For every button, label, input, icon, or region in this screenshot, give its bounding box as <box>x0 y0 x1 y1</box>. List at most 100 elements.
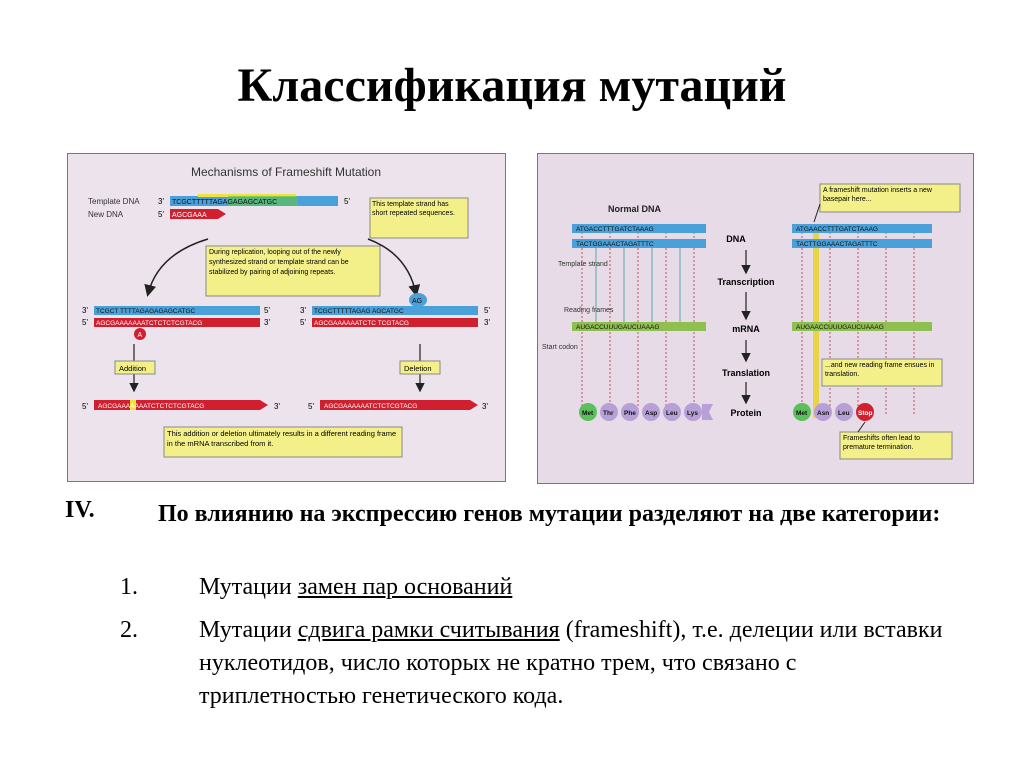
aa-label: Asn <box>817 410 829 417</box>
list-item-number: 2. <box>120 617 138 643</box>
aa-label: Leu <box>838 410 850 417</box>
aa-label: Met <box>796 410 808 417</box>
callout-insert-pointer <box>813 203 821 223</box>
prime-label: 5' <box>82 402 88 411</box>
aa-label: Lys <box>687 410 698 417</box>
aa-label: Thr <box>603 410 614 417</box>
mutant-coding-seq: ATGAACCTTTGATCTAAAG <box>796 226 878 233</box>
loop-ag-label: AG <box>412 298 422 305</box>
translation-label: Translation <box>722 368 770 378</box>
callout-stop-text: Frameshifts often lead to premature term… <box>843 435 921 451</box>
prime-label: 5' <box>82 318 88 327</box>
aa-label: Phe <box>624 410 636 417</box>
left-new-sequence: AGCGAAAAAAATCTCTCTCGTACG <box>96 320 202 327</box>
frameshift-mechanism-figure: Mechanisms of Frameshift Mutation Templa… <box>67 153 506 482</box>
callout-loop <box>205 245 381 297</box>
right-template-strand <box>312 306 478 315</box>
prime-label: 5' <box>484 306 490 315</box>
list-item-prefix: Мутации <box>199 617 298 643</box>
new-dna-label: New DNA <box>88 210 124 219</box>
callout-frame-text: ...and new reading frame ensues in trans… <box>825 362 935 378</box>
right-new-sequence: AGCGAAAAAATCTC TCGTACG <box>314 320 409 327</box>
deletion-label-box <box>399 360 441 375</box>
prime-label: 3' <box>300 306 306 315</box>
loop-ag <box>409 293 427 307</box>
normal-coding-seq: ATGACCTTTGATCTAAAG <box>576 226 654 233</box>
callout-loop-text: During replication, looping out of the n… <box>209 249 349 276</box>
loop-a-label: A <box>138 332 143 339</box>
mutant-protein <box>793 403 874 421</box>
normal-teal-lines <box>595 244 681 324</box>
template-dna-label: Template DNA <box>88 197 140 206</box>
aa-stop-label: Stop <box>858 410 872 417</box>
mutant-mrna <box>792 322 932 331</box>
aa-label: Met <box>582 410 594 417</box>
callout-stop-pointer <box>857 421 866 433</box>
slide-title: Классификация мутаций <box>237 59 787 112</box>
template-strand-label: Template strand <box>558 261 608 268</box>
new-sequence: AGCGAAA <box>172 212 207 219</box>
mutant-template-seq: TACTTGGAAACTAGATTTC <box>796 241 878 248</box>
list-item-number: 1. <box>120 574 138 600</box>
prime-label: 5' <box>344 197 350 206</box>
addition-label-box <box>114 360 156 375</box>
list-item-suffix: (frameshift), т.е. делеции или вставки н… <box>199 617 943 709</box>
prime-label: 3' <box>158 197 164 206</box>
normal-template-seq: TACTGGAAACTAGATTTC <box>576 241 654 248</box>
mutant-template-strand <box>792 239 932 248</box>
right-new-strand <box>312 318 478 327</box>
mutant-mrna-seq: AUGAACCUUUGAUCUAAAG <box>796 324 884 331</box>
callout-repeats-text: This template strand has short repeated … <box>372 201 455 217</box>
deletion-result-sequence: AGCGAAAAAATCTCTCGTACG <box>324 403 417 410</box>
callout-insert <box>819 183 961 213</box>
mrna-stage-label: mRNA <box>732 324 760 334</box>
left-new-strand <box>94 318 260 327</box>
callout-result-text: This addition or deletion ultimately res… <box>167 429 397 448</box>
prime-label: 3' <box>484 318 490 327</box>
aa-label: Asp <box>645 410 657 417</box>
prime-label: 3' <box>482 402 488 411</box>
protein-stage-label: Protein <box>730 408 761 418</box>
callout-insert-text: A frameshift mutation inserts a new base… <box>823 187 932 203</box>
prime-label: 3' <box>82 306 88 315</box>
aa-label: Leu <box>666 410 678 417</box>
arrow-right <box>367 238 421 297</box>
callout-frame <box>821 358 943 387</box>
list-item-term-link[interactable]: сдвига рамки считывания <box>297 617 560 643</box>
figure-heading: Mechanisms of Frameshift Mutation <box>191 165 381 179</box>
right-template-sequence: TCGCTTTTTAGAG AGCATGC <box>314 308 404 315</box>
normal-dna-title: Normal DNA <box>608 204 662 214</box>
list-item-prefix: Мутации <box>199 574 298 600</box>
normal-protein <box>579 403 713 421</box>
template-sequence: TCGCTTTTTAGAGAGAGCATGC <box>172 199 277 206</box>
normal-dashed-lines <box>581 224 695 414</box>
repeat-highlight <box>198 194 296 197</box>
reading-frames-label: Reading frames <box>564 307 614 314</box>
prime-label: 5' <box>158 210 164 219</box>
dna-stage-label: DNA <box>726 234 746 244</box>
frameshift-translation-figure: Normal DNA ATGACCTTTGATCTAAAG TACTGGAAAC… <box>537 153 974 484</box>
prime-label: 5' <box>264 306 270 315</box>
repeat-region <box>228 196 298 206</box>
normal-coding-strand <box>572 224 706 233</box>
normal-template-strand <box>572 239 706 248</box>
normal-mrna-seq: AUGACCUUUGAUCUAAAG <box>576 324 659 331</box>
callout-stop <box>839 431 953 460</box>
prime-label: 3' <box>274 402 280 411</box>
addition-result-sequence: AGCGAAAAAAATCTCTCTCGTACG <box>98 403 204 410</box>
loop-a <box>134 328 146 340</box>
arrow-left <box>144 238 209 297</box>
prime-label: 3' <box>264 318 270 327</box>
left-template-sequence: TCGCT TTTTAGAGAGAGCATGC <box>96 308 195 315</box>
deletion-result-strand <box>320 400 478 410</box>
inserted-base <box>130 400 136 410</box>
normal-mrna <box>572 322 706 331</box>
main-point-number: IV. <box>65 497 95 523</box>
list-item-term-link[interactable]: замен пар оснований <box>297 574 513 600</box>
left-template-strand <box>94 306 260 315</box>
addition-result-strand <box>94 400 268 410</box>
mutant-coding-strand <box>792 224 932 233</box>
start-codon-label: Start codon <box>542 344 578 351</box>
transcription-label: Transcription <box>717 277 774 287</box>
callout-result <box>163 426 403 458</box>
